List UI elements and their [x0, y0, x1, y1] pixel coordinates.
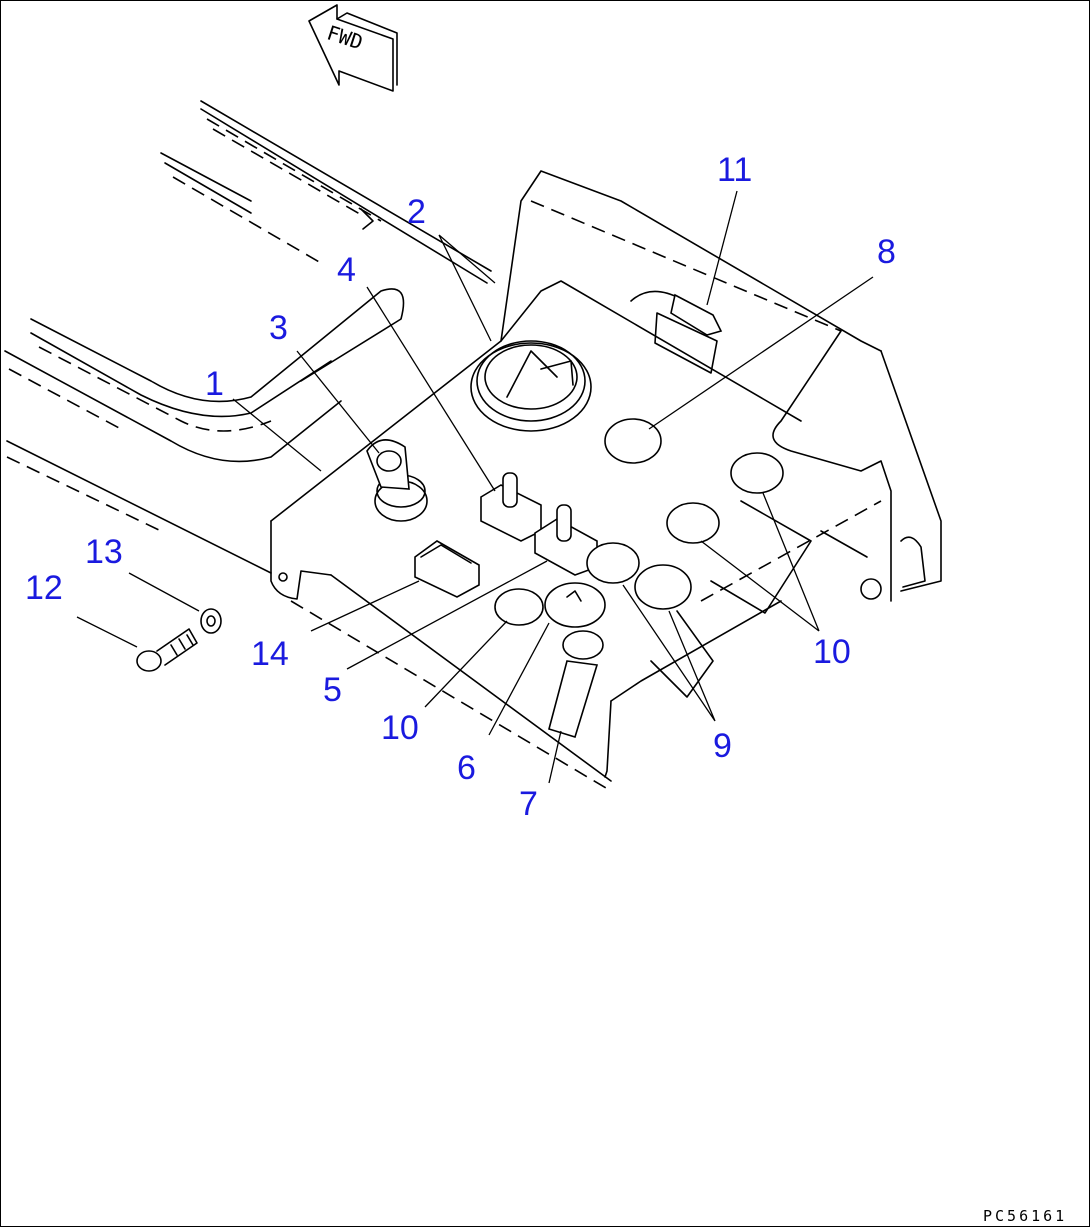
callout-2: 2 [407, 193, 426, 231]
decal-plate-icon [650, 500, 812, 698]
callout-3: 3 [269, 309, 288, 347]
fwd-label: FWD [324, 20, 366, 54]
upper-rail-lines [160, 100, 492, 284]
fwd-arrow-icon: FWD [308, 4, 398, 92]
drawing-code: PC56161 [983, 1207, 1067, 1225]
blank-cap-icon [494, 418, 784, 626]
hour-meter-icon [470, 340, 592, 432]
bolt-icon [136, 628, 198, 672]
callout-9: 9 [713, 727, 732, 765]
panel-outline [270, 170, 942, 792]
callout-1: 1 [205, 365, 224, 403]
key-switch-icon [366, 439, 428, 522]
callout-7: 7 [519, 785, 538, 823]
callout-10a: 10 [381, 709, 419, 747]
callout-5: 5 [323, 671, 342, 709]
callout-13: 13 [85, 533, 123, 571]
callout-labels: 1 2 3 4 5 6 7 8 9 10 10 11 12 13 14 [25, 151, 896, 823]
callout-14: 14 [251, 635, 289, 673]
callout-11: 11 [717, 151, 752, 189]
callout-4: 4 [337, 251, 356, 289]
rocker-switch-icon [414, 540, 480, 598]
leader-lines [76, 190, 874, 784]
left-channel-lines [4, 288, 405, 574]
mounting-bracket-icon [820, 530, 926, 600]
callout-6: 6 [457, 749, 476, 787]
callout-8: 8 [877, 233, 896, 271]
callout-10b: 10 [813, 633, 851, 671]
toggle-switch-icon [534, 504, 598, 576]
connector-icon [630, 290, 723, 374]
washer-icon [200, 608, 222, 634]
indicator-lamp-icon [544, 582, 606, 739]
callout-12: 12 [25, 569, 63, 607]
